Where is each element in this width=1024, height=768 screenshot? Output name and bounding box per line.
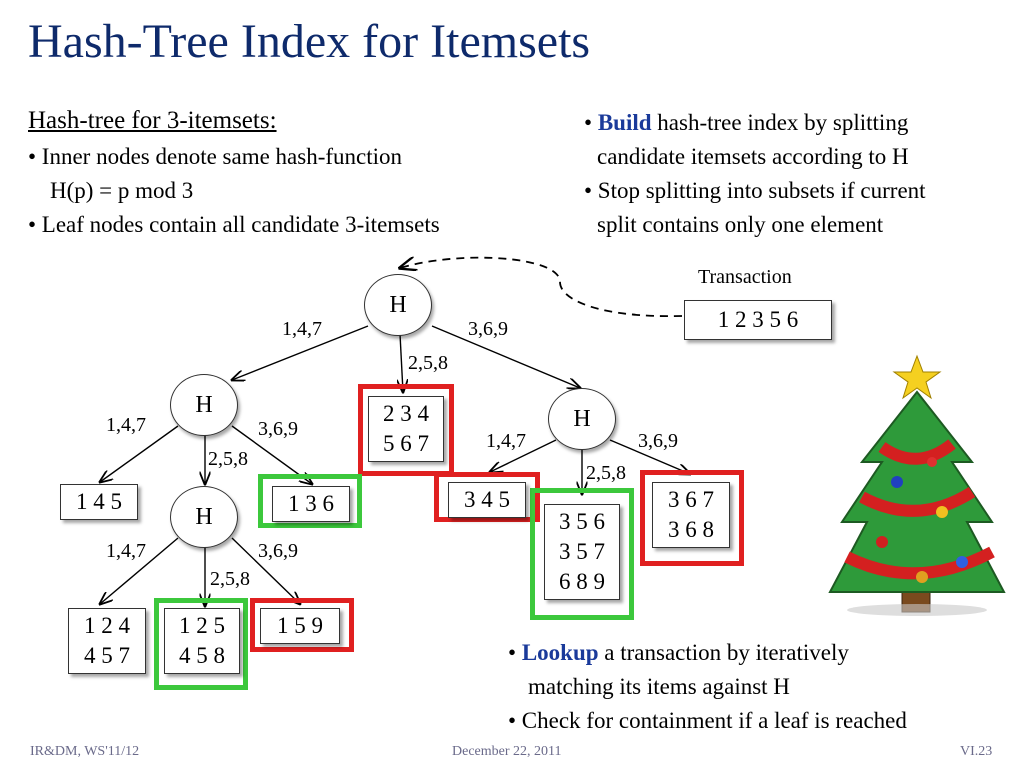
leaf-line: 3 5 6	[559, 509, 605, 534]
bottom-bullet1-marker: •	[508, 640, 522, 665]
left-bullet1-line1: • Inner nodes denote same hash-function	[28, 144, 403, 169]
bottom-bullet1-line2: matching its items against H	[528, 674, 790, 699]
leaf-234: 2 3 4 5 6 7	[368, 396, 444, 462]
right-bullet1-line2: candidate itemsets according to H	[597, 144, 909, 169]
leaf-145: 1 4 5	[60, 484, 138, 520]
leaf-345: 3 4 5	[448, 482, 526, 518]
left-bullet1-line2: H(p) = p mod 3	[50, 178, 194, 203]
leaf-line: 3 5 7	[559, 539, 605, 564]
edge-root-left	[232, 325, 369, 380]
highlight-red-345	[434, 472, 540, 522]
bottom-bullet2: • Check for containment if a leaf is rea…	[508, 708, 907, 733]
right-bullet1-line1: • Build hash-tree index by splitting	[584, 106, 908, 140]
edge-label-root-c: 3,6,9	[468, 318, 508, 340]
highlight-red-234	[358, 384, 454, 476]
hash-node-left-deep: H	[170, 486, 238, 548]
edge-label-deep-b: 2,5,8	[210, 568, 250, 590]
transaction-box: 1 2 3 5 6	[684, 300, 832, 340]
leaf-line: 4 5 7	[84, 643, 130, 668]
hash-node-right: H	[548, 388, 616, 450]
edge-label-left-b: 2,5,8	[208, 448, 248, 470]
transaction-label: Transaction	[698, 266, 792, 288]
bottom-bullet1-rest: a transaction by iteratively	[598, 640, 849, 665]
edge-label-deep-a: 1,4,7	[106, 540, 146, 562]
edge-l2-a	[100, 537, 179, 604]
edge-label-root-a: 1,4,7	[282, 318, 322, 340]
leaf-line: 1 5 9	[277, 613, 323, 638]
left-heading: Hash-tree for 3-itemsets:	[28, 107, 277, 134]
leaf-line: 2 3 4	[383, 401, 429, 426]
highlight-red-367	[640, 470, 744, 566]
footer-course: IR&DM, WS'11/12	[30, 744, 140, 759]
right-bullet2-line1: • Stop splitting into subsets if current	[584, 178, 926, 203]
leaf-line: 1 4 5	[76, 489, 122, 514]
christmas-tree-icon	[828, 354, 1006, 616]
highlight-red-159	[250, 598, 354, 652]
leaf-line: 1 3 6	[288, 491, 334, 516]
bottom-bullet1-line1: • Lookup a transaction by iteratively	[508, 636, 849, 670]
right-bullet2-line2: split contains only one element	[597, 212, 884, 237]
build-keyword: Build	[597, 110, 652, 135]
right-bullet1-marker: •	[584, 110, 598, 135]
leaf-line: 6 8 9	[559, 569, 605, 594]
edge-root-mid	[400, 333, 403, 392]
leaf-line: 1 2 4	[84, 613, 130, 638]
leaf-line: 3 4 5	[464, 487, 510, 512]
left-bullet2: • Leaf nodes contain all candidate 3-ite…	[28, 212, 440, 237]
hash-node-left: H	[170, 374, 238, 436]
edge-label-root-b: 2,5,8	[408, 352, 448, 374]
highlight-green-125	[154, 598, 248, 690]
highlight-green-136	[258, 474, 362, 528]
leaf-136: 1 3 6	[272, 486, 350, 522]
hash-node-root: H	[364, 274, 432, 336]
lookup-keyword: Lookup	[521, 640, 599, 665]
edge-root-right	[431, 325, 580, 388]
edge-label-right-a: 1,4,7	[486, 430, 526, 452]
edge-r1-c	[609, 439, 690, 474]
leaf-125: 1 2 5 4 5 8	[164, 608, 240, 674]
leaf-line: 1 2 5	[179, 613, 225, 638]
slide-title: Hash-Tree Index for Itemsets	[28, 15, 591, 68]
leaf-line: 3 6 7	[668, 487, 714, 512]
right-bullet1-rest: hash-tree index by splitting	[651, 110, 909, 135]
edge-label-right-c: 3,6,9	[638, 430, 678, 452]
transaction-value: 1 2 3 5 6	[717, 307, 799, 332]
leaf-line: 3 6 8	[668, 517, 714, 542]
edge-l2-c	[231, 537, 300, 604]
edge-label-right-b: 2,5,8	[586, 462, 626, 484]
edge-label-deep-c: 3,6,9	[258, 540, 298, 562]
edge-r1-a	[490, 439, 557, 472]
edge-label-left-a: 1,4,7	[106, 414, 146, 436]
footer-slide-number: VI.23	[960, 744, 993, 759]
leaf-line: 5 6 7	[383, 431, 429, 456]
leaf-line: 4 5 8	[179, 643, 225, 668]
edge-l1-a	[100, 425, 179, 482]
leaf-159: 1 5 9	[260, 608, 340, 644]
highlight-green-356	[530, 488, 634, 620]
edge-label-left-c: 3,6,9	[258, 418, 298, 440]
leaf-356: 3 5 6 3 5 7 6 8 9	[544, 504, 620, 600]
leaf-124: 1 2 4 4 5 7	[68, 608, 146, 674]
leaf-367: 3 6 7 3 6 8	[652, 482, 730, 548]
footer-date: December 22, 2011	[452, 744, 562, 759]
transaction-dashed-arrow	[400, 258, 683, 317]
